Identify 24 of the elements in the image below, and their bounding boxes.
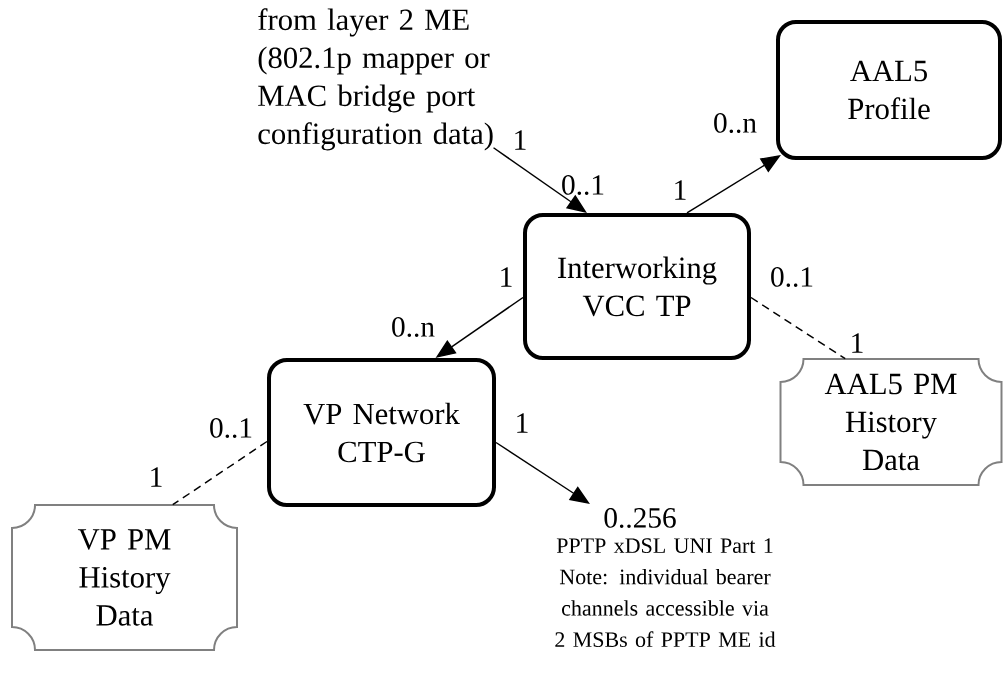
multiplicity-label: 1 xyxy=(151,467,162,487)
dashed-line xyxy=(172,440,268,506)
multiplicity-label: 1 xyxy=(515,130,526,150)
notched-box: VP PM History Data xyxy=(11,504,238,651)
rounded-box: AAL5 Profile xyxy=(776,20,1002,160)
multiplicity-label: 1 xyxy=(501,267,512,287)
rounded-box: VP Network CTP-G xyxy=(267,358,496,507)
note-text: from layer 2 ME (802.1p mapper or MAC bridge port configuration data) xyxy=(258,8,493,151)
notched-box: AAL5 PM History Data xyxy=(779,358,1003,486)
arrow xyxy=(686,155,781,214)
multiplicity-label: 0..1 xyxy=(210,418,252,438)
multiplicity-label: 0..n xyxy=(392,317,435,337)
multiplicity-label: 0..n xyxy=(714,113,757,133)
multiplicity-label: 1 xyxy=(675,180,686,200)
multiplicity-label: 1 xyxy=(852,333,863,353)
rounded-box: Interworking VCC TP xyxy=(523,213,751,360)
multiplicity-label: 0..1 xyxy=(771,267,813,287)
arrow xyxy=(495,441,590,504)
multiplicity-label: 0..1 xyxy=(562,175,604,195)
multiplicity-label: 0..256 xyxy=(604,508,676,528)
arrow xyxy=(492,147,587,213)
note-text: PPTP xDSL UNI Part 1 Note: individual bearer channels accessible via 2 MSBs of PPTP ME id xyxy=(555,538,776,648)
multiplicity-label: 1 xyxy=(517,413,528,433)
dashed-line xyxy=(750,296,846,360)
